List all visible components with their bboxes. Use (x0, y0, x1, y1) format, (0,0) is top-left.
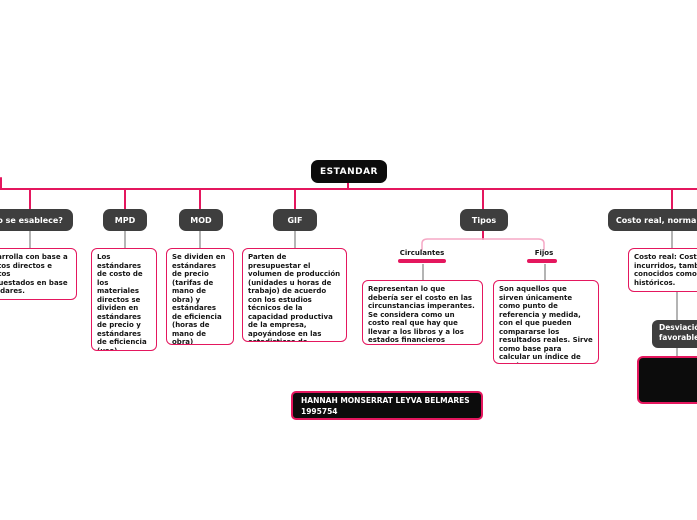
topic-label: Costo real, normal y estándar (615, 215, 697, 225)
note-text: Se desarrolla con base a los costos dire… (0, 253, 68, 296)
circulantes-underline (398, 259, 446, 263)
topic-gif[interactable]: GIF (273, 209, 317, 231)
note-text: Parten de presupuestar el volumen de pro… (248, 253, 341, 341)
topic-mod[interactable]: MOD (179, 209, 223, 231)
root-topic-label: ESTANDAR (320, 166, 378, 177)
note-mpd[interactable]: Los estándares de costo de los materiale… (91, 248, 157, 351)
topic-como-se-establece[interactable]: ¿Cómo se esablece? (0, 209, 73, 231)
topic-label: Tipos (471, 215, 497, 225)
topic-desviacion-favorable[interactable]: Desviación favorable (652, 320, 697, 348)
topic-label: GIF (287, 215, 303, 225)
note-text: Costo real: Costos ya incurridos, tambié… (634, 253, 697, 287)
note-text: Son aquellos que sirven únicamente como … (499, 285, 593, 363)
note-fijos[interactable]: Son aquellos que sirven únicamente como … (493, 280, 599, 364)
subtopic-label: Circulantes (399, 249, 445, 257)
topic-label: MOD (190, 215, 212, 225)
note-mod[interactable]: Se dividen en estándares de precio (tari… (166, 248, 234, 345)
note-text: Se dividen en estándares de precio (tari… (172, 253, 226, 345)
author-box[interactable]: HANNAH MONSERRAT LEYVA BELMARES 1995754 (291, 391, 483, 420)
root-topic-estandar[interactable]: ESTANDAR (311, 160, 387, 183)
topic-mpd[interactable]: MPD (103, 209, 147, 231)
note-como-se-establece[interactable]: Se desarrolla con base a los costos dire… (0, 248, 77, 300)
author-name: HANNAH MONSERRAT LEYVA BELMARES (301, 396, 470, 405)
topic-label: Desviación favorable (659, 323, 697, 343)
note-costo-real[interactable]: Costo real: Costos ya incurridos, tambié… (628, 248, 697, 292)
topic-costo-real-normal[interactable]: Costo real, normal y estándar (608, 209, 697, 231)
subtopic-circulantes[interactable]: Circulantes (387, 249, 457, 257)
topic-tipos[interactable]: Tipos (460, 209, 508, 231)
author-id: 1995754 (301, 406, 338, 416)
topic-label: ¿Cómo se esablece? (0, 215, 63, 225)
note-text: Los estándares de costo de los materiale… (97, 253, 147, 351)
note-gif[interactable]: Parten de presupuestar el volumen de pro… (242, 248, 347, 342)
subtopic-fijos[interactable]: Fijos (519, 249, 569, 257)
subtopic-label: Fijos (534, 249, 554, 257)
topic-label: MPD (114, 215, 136, 225)
note-text: Representan lo que debería ser el costo … (368, 285, 475, 345)
empty-black-node[interactable] (637, 356, 697, 404)
fijos-underline (527, 259, 557, 263)
note-circulantes[interactable]: Representan lo que debería ser el costo … (362, 280, 483, 345)
